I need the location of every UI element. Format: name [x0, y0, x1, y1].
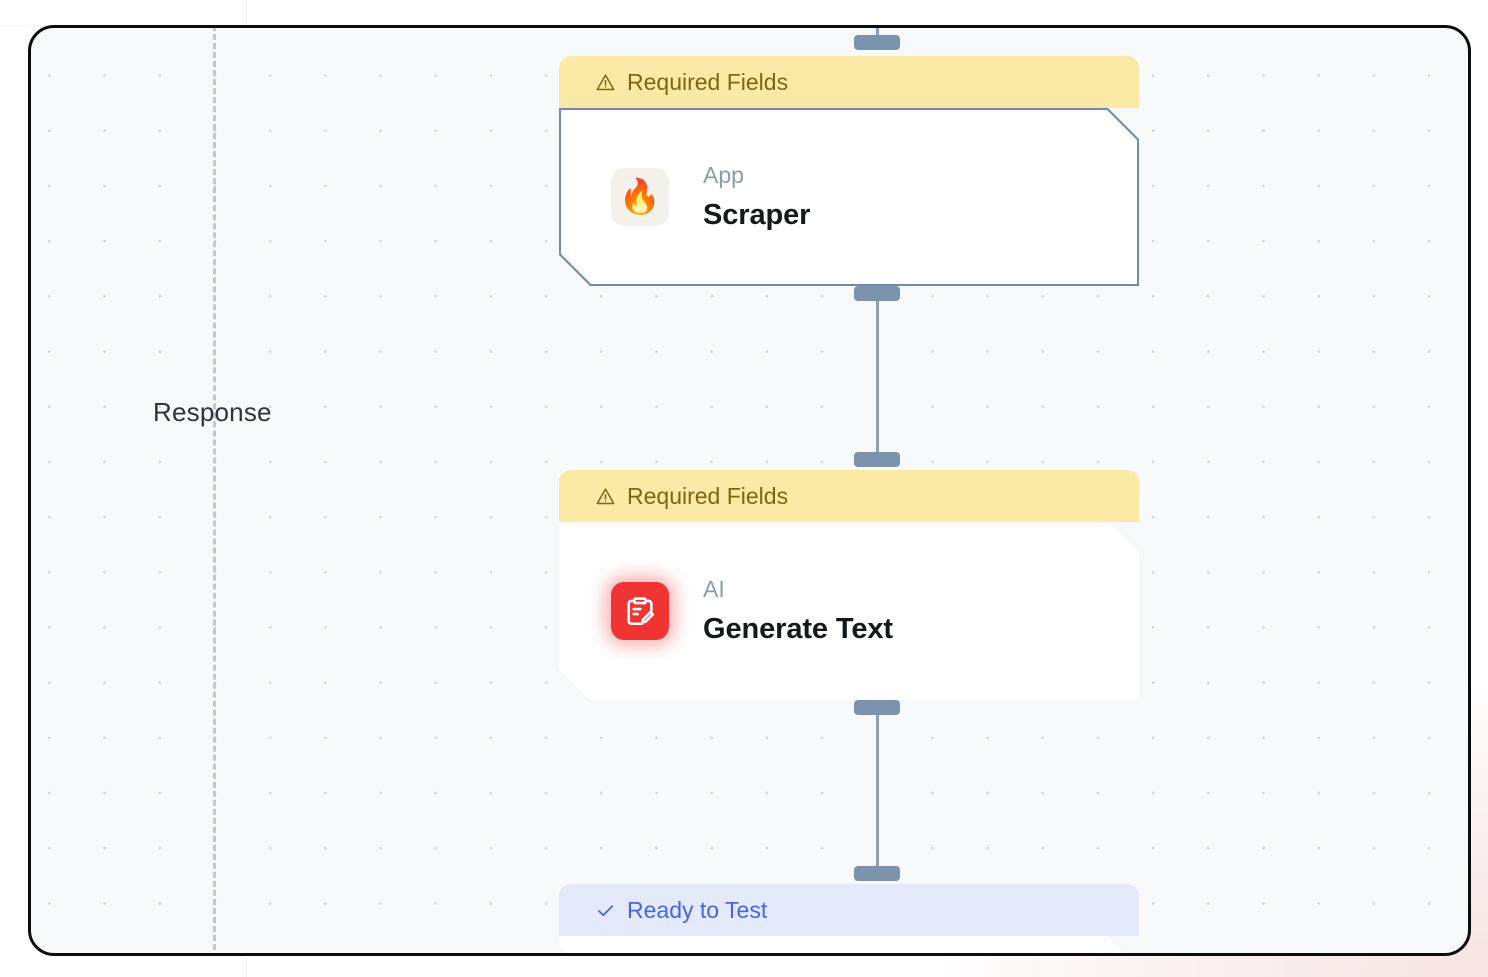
page-seam-vertical-top: [246, 0, 247, 26]
warning-triangle-icon: [595, 486, 616, 507]
node-card-generate-text[interactable]: AI Generate Text: [559, 522, 1139, 700]
node-text-block: App Scraper: [703, 162, 810, 232]
node-title-label: Scraper: [703, 198, 811, 231]
connector-handle-scraper-output[interactable]: [854, 286, 900, 301]
node-status-label: Required Fields: [627, 482, 789, 509]
node-status-label: Required Fields: [627, 68, 789, 95]
connector-line-scraper-to-generate-text: [876, 296, 879, 461]
node-status-banner-required-fields[interactable]: Required Fields: [559, 470, 1139, 522]
lane-divider-dashed-line: [213, 28, 216, 953]
node-status-label: Ready to Test: [627, 896, 768, 923]
workflow-node-scraper[interactable]: Required Fields 🔥 App Scraper: [559, 56, 1139, 286]
connector-handle-generate-text-output[interactable]: [854, 700, 900, 715]
node-card-ready-to-test[interactable]: [559, 936, 1139, 956]
node-status-banner-ready-to-test[interactable]: Ready to Test: [559, 884, 1139, 936]
lane-label-response: Response: [153, 397, 272, 427]
connector-handle-generate-text-input[interactable]: [854, 452, 900, 467]
fire-icon-glyph: 🔥: [618, 178, 662, 216]
node-status-banner-required-fields[interactable]: Required Fields: [559, 56, 1139, 108]
workflow-node-generate-text[interactable]: Required Fields AI Generate Text: [559, 470, 1139, 700]
page-seam-vertical-bottom: [246, 957, 247, 977]
node-kind-label: AI: [703, 576, 725, 603]
check-icon: [595, 900, 616, 921]
connector-handle-scraper-input[interactable]: [854, 35, 900, 50]
fire-icon: 🔥: [611, 168, 669, 226]
workflow-node-ready-to-test[interactable]: Ready to Test: [559, 884, 1139, 956]
node-card-scraper[interactable]: 🔥 App Scraper: [559, 108, 1139, 286]
node-kind-label: App: [703, 162, 744, 189]
node-text-block: AI Generate Text: [703, 576, 893, 646]
connector-handle-ready-node-input[interactable]: [854, 866, 900, 881]
warning-triangle-icon: [595, 72, 616, 93]
connector-line-generate-text-to-ready: [876, 710, 879, 875]
workflow-canvas[interactable]: Response Required Fields 🔥: [28, 25, 1471, 956]
page-seam-horizontal: [0, 25, 28, 26]
node-title-label: Generate Text: [703, 612, 893, 645]
clipboard-pencil-icon: [611, 582, 669, 640]
